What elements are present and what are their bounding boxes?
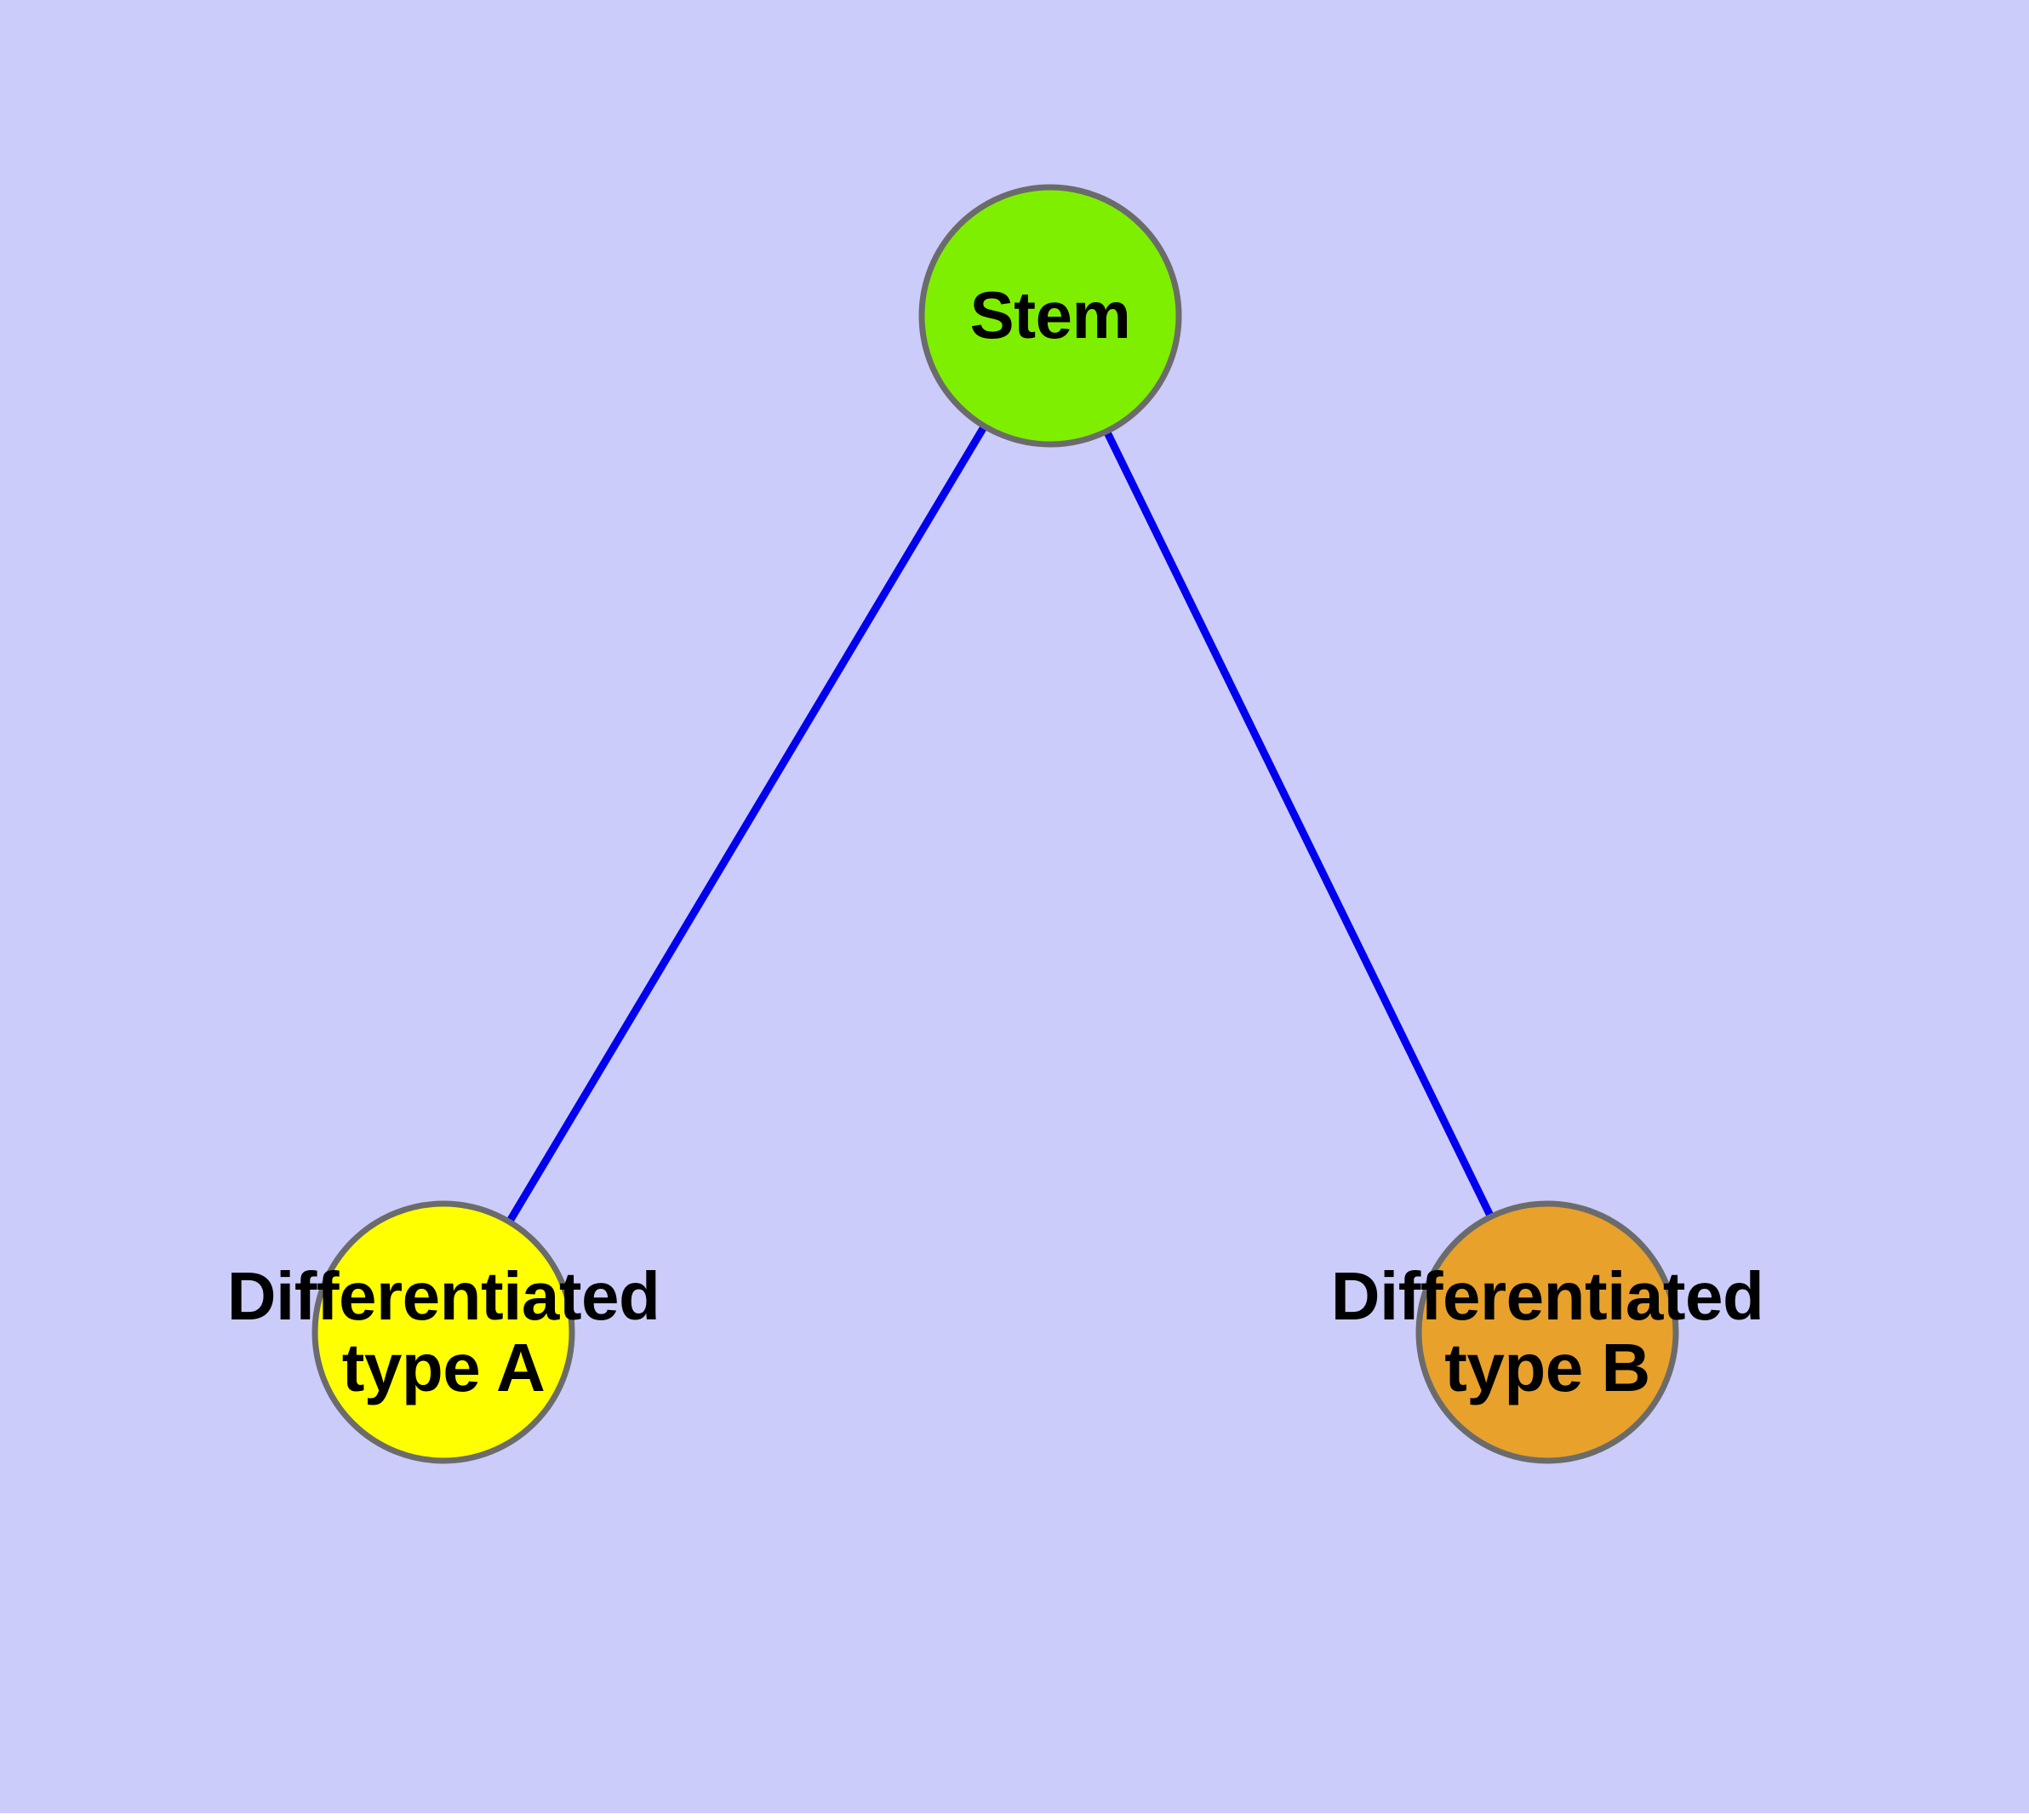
edge-layer [506, 424, 1495, 1224]
node-layer [311, 184, 1679, 1464]
node-circle-differentiated-type-a[interactable] [311, 1200, 575, 1464]
node-circle-differentiated-type-b[interactable] [1415, 1200, 1679, 1464]
edge-stem-to-differentiated-type-b[interactable] [1103, 429, 1495, 1219]
edge-stem-to-differentiated-type-a[interactable] [506, 424, 988, 1224]
node-circle-stem[interactable] [918, 184, 1182, 448]
